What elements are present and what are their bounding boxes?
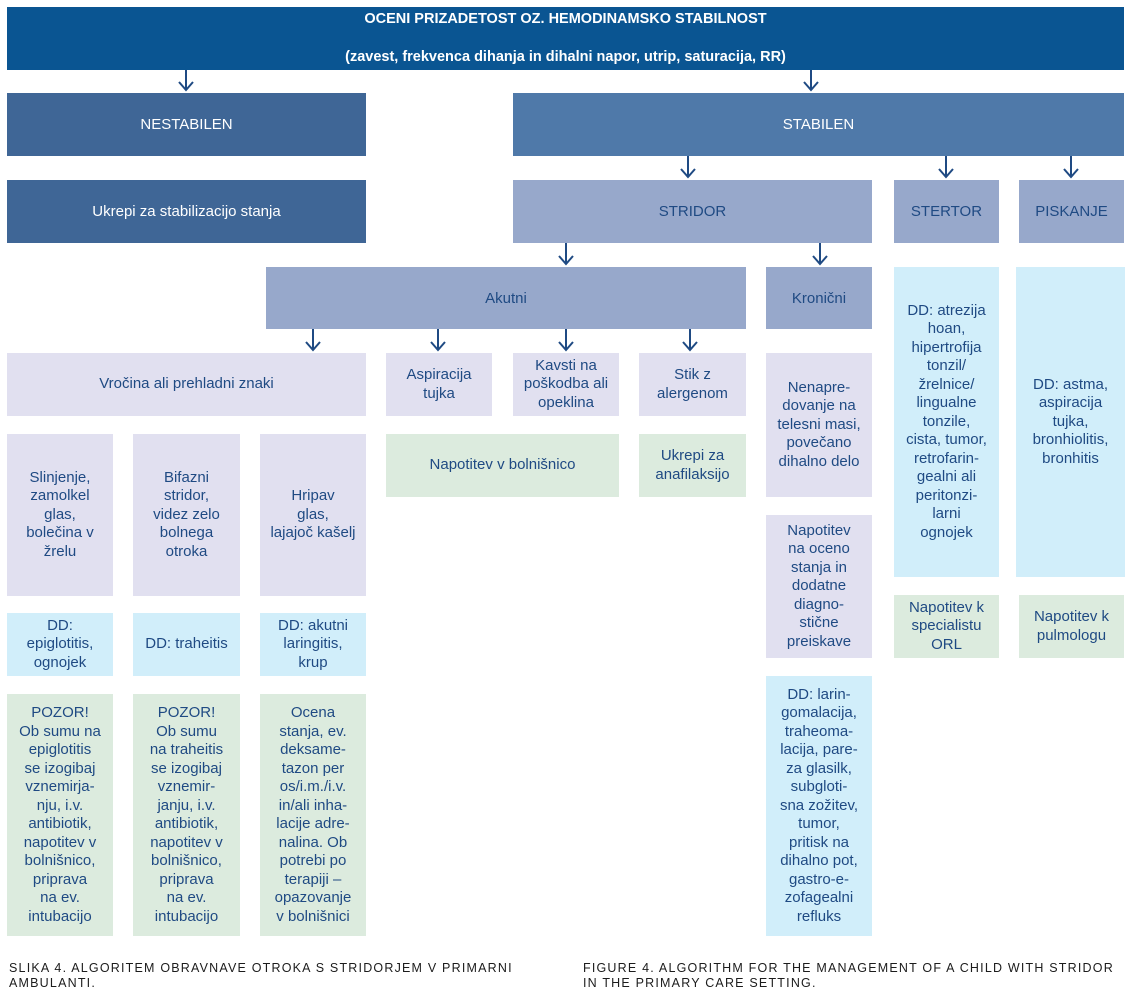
ukrepi-anafilaksija-label: Ukrepi za anafilaksijo	[655, 447, 730, 483]
col3-dd-text: DD: akutni laringitis, krup	[277, 616, 349, 671]
arrow-to-nestabilen	[178, 70, 194, 92]
col3-action-text: Ocena stanja, ev. deksame- tazon per os/…	[274, 704, 352, 925]
col3-dd-box: DD: akutni laringitis, krup	[260, 613, 366, 676]
stertor-box: STERTOR	[894, 180, 999, 243]
caption-english: FIGURE 4. ALGORITHM FOR THE MANAGEMENT O…	[583, 961, 1114, 990]
arrow-to-kronicni	[812, 243, 828, 266]
kavsti-label: Kavsti na poškodba ali opeklina	[523, 356, 609, 411]
kronicni-symptoms-box: Nenapre- dovanje na telesni masi, poveča…	[766, 353, 872, 497]
arrow-to-stabilen	[803, 70, 819, 92]
arrow-to-aspiracija	[430, 329, 446, 352]
stik-alergen-box: Stik z alergenom	[639, 353, 746, 416]
col1-action-text: POZOR! Ob sumu na epiglotitis se izogiba…	[19, 704, 101, 925]
kronicni-label: Kronični	[791, 289, 847, 307]
arrow-to-stertor	[938, 156, 954, 179]
kavsti-box: Kavsti na poškodba ali opeklina	[513, 353, 619, 416]
caption-slovene: SLIKA 4. ALGORITEM OBRAVNAVE OTROKA S ST…	[9, 961, 513, 990]
header-box: OCENI PRIZADETOST OZ. HEMODINAMSKO STABI…	[7, 7, 1124, 70]
aspiracija-label: Aspiracija tujka	[406, 366, 472, 402]
col3-action-box: Ocena stanja, ev. deksame- tazon per os/…	[260, 694, 366, 936]
kronicni-dd-text: DD: larin- gomalacija, traheoma- lacija,…	[779, 685, 859, 925]
col1-symptoms-text: Slinjenje, zamolkel glas, bolečina v žre…	[26, 468, 94, 560]
piskanje-box: PISKANJE	[1019, 180, 1124, 243]
piskanje-dd-text: DD: astma, aspiracija tujka, bronhioliti…	[1032, 375, 1109, 467]
stertor-dd-box: DD: atrezija hoan, hipertrofija tonzil/ …	[894, 267, 999, 577]
stertor-napotitev-text: Napotitev k specialistu ORL	[908, 598, 985, 653]
piskanje-dd-box: DD: astma, aspiracija tujka, bronhioliti…	[1016, 267, 1125, 577]
col2-action-box: POZOR! Ob sumu na traheitis se izogibaj …	[133, 694, 240, 936]
arrow-to-kavsti	[558, 329, 574, 352]
col1-action-box: POZOR! Ob sumu na epiglotitis se izogiba…	[7, 694, 113, 936]
piskanje-napotitev-box: Napotitev k pulmologu	[1019, 595, 1124, 658]
akutni-box: Akutni	[266, 267, 746, 329]
arrow-to-stik	[682, 329, 698, 352]
vrocina-label: Vročina ali prehladni znaki	[99, 375, 274, 393]
stridor-label: STRIDOR	[658, 203, 727, 220]
kronicni-napotitev-text: Napotitev na oceno stanja in dodatne dia…	[786, 521, 852, 650]
kronicni-box: Kronični	[766, 267, 872, 329]
vrocina-box: Vročina ali prehladni znaki	[7, 353, 366, 416]
col2-dd-box: DD: traheitis	[133, 613, 240, 676]
arrow-to-piskanje	[1063, 156, 1079, 179]
header-title: OCENI PRIZADETOST OZ. HEMODINAMSKO STABI…	[364, 11, 767, 27]
kronicni-dd-box: DD: larin- gomalacija, traheoma- lacija,…	[766, 676, 872, 936]
col2-symptoms-text: Bifazni stridor, videz zelo bolnega otro…	[153, 468, 220, 560]
piskanje-label: PISKANJE	[1035, 203, 1108, 220]
col1-dd-text: DD: epiglotitis, ognojek	[26, 616, 94, 671]
aspiracija-box: Aspiracija tujka	[386, 353, 492, 416]
header-subtitle: (zavest, frekvenca dihanja in dihalni na…	[345, 49, 786, 65]
kronicni-napotitev-box: Napotitev na oceno stanja in dodatne dia…	[766, 515, 872, 658]
arrow-to-akutni	[558, 243, 574, 266]
ukrepi-stabilizacija-box: Ukrepi za stabilizacijo stanja	[7, 180, 366, 243]
stridor-box: STRIDOR	[513, 180, 872, 243]
col1-symptoms-box: Slinjenje, zamolkel glas, bolečina v žre…	[7, 434, 113, 596]
stertor-label: STERTOR	[910, 203, 983, 220]
piskanje-napotitev-text: Napotitev k pulmologu	[1033, 608, 1110, 644]
arrow-to-stridor	[680, 156, 696, 179]
col1-dd-box: DD: epiglotitis, ognojek	[7, 613, 113, 676]
col2-symptoms-box: Bifazni stridor, videz zelo bolnega otro…	[133, 434, 240, 596]
nestabilen-label: NESTABILEN	[140, 116, 233, 133]
ukrepi-stabilizacija-label: Ukrepi za stabilizacijo stanja	[92, 203, 281, 220]
stik-alergen-label: Stik z alergenom	[657, 366, 728, 402]
nestabilen-box: NESTABILEN	[7, 93, 366, 156]
ukrepi-anafilaksija-box: Ukrepi za anafilaksijo	[639, 434, 746, 497]
col2-action-text: POZOR! Ob sumu na traheitis se izogibaj …	[149, 704, 224, 925]
col3-symptoms-box: Hripav glas, lajajoč kašelj	[260, 434, 366, 596]
stertor-dd-text: DD: atrezija hoan, hipertrofija tonzil/ …	[906, 301, 987, 541]
col3-symptoms-text: Hripav glas, lajajoč kašelj	[270, 487, 356, 542]
akutni-label: Akutni	[485, 289, 527, 307]
kronicni-symptoms-text: Nenapre- dovanje na telesni masi, poveča…	[777, 378, 861, 470]
col2-dd-text: DD: traheitis	[145, 635, 228, 653]
stabilen-label: STABILEN	[782, 116, 855, 133]
napotitev-bolnisnica-label: Napotitev v bolnišnico	[429, 456, 576, 474]
arrow-to-vrocina	[305, 329, 321, 352]
stertor-napotitev-box: Napotitev k specialistu ORL	[894, 595, 999, 658]
stabilen-box: STABILEN	[513, 93, 1124, 156]
napotitev-bolnisnica-box: Napotitev v bolnišnico	[386, 434, 619, 497]
